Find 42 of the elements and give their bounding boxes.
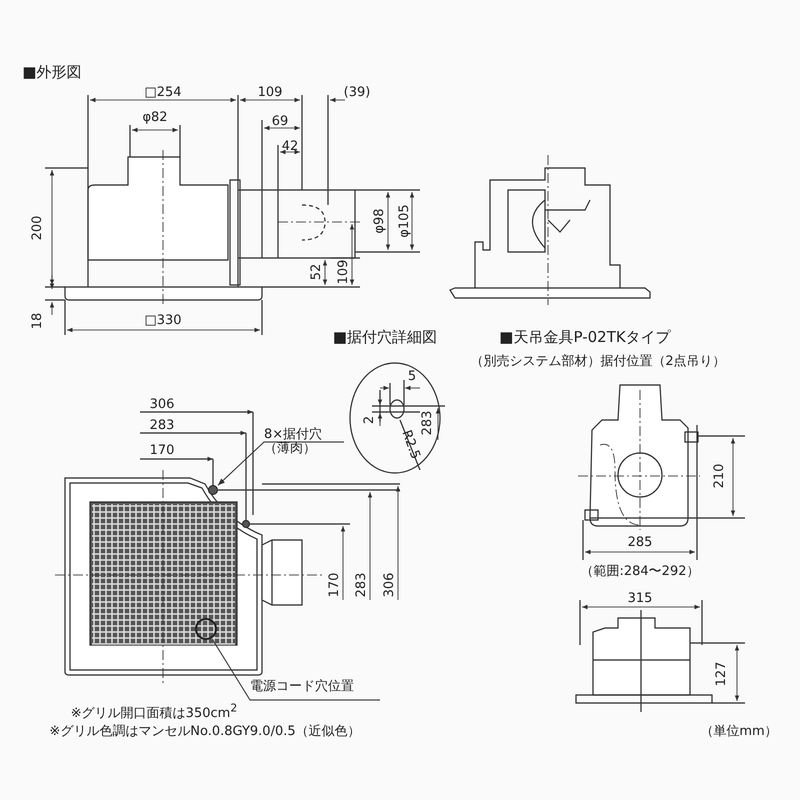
unit-note: （単位mm） xyxy=(700,724,778,740)
dimension-text: □330 xyxy=(144,314,182,328)
footnote: ※グリル色調はマンセルNo.0.8GY9.0/0.5（近似色） xyxy=(49,724,361,740)
footnote: ※グリル開口面積は350cm$^{2}$ xyxy=(70,702,238,722)
mounting-hole xyxy=(208,485,218,495)
dimension-text: R2.5 xyxy=(398,428,422,462)
section-heading: ■外形図 xyxy=(22,64,82,80)
dimension-text: 52 xyxy=(310,264,324,280)
callout-text: 8×据付穴 xyxy=(264,428,324,442)
dimension-text: 315 xyxy=(628,592,652,606)
cord-hole-area xyxy=(195,618,217,640)
dimension-text: 127 xyxy=(714,662,730,686)
dimension-text: 200 xyxy=(30,216,46,240)
dimension-text: □254 xyxy=(144,86,182,100)
dimension-text: 2 xyxy=(362,416,378,424)
section-heading: ■天吊金具P-02TKタイプ xyxy=(499,328,671,346)
dimension-text: φ98 xyxy=(372,208,388,234)
dimension-text: 109 xyxy=(336,260,352,284)
dimension-text: 283 xyxy=(354,572,370,598)
dimension-text: φ82 xyxy=(142,110,168,126)
dimension-text: (39) xyxy=(344,86,370,100)
dimension-text: 109 xyxy=(258,86,282,100)
dimension-text: 42 xyxy=(282,140,298,154)
section-subheading: （別売システム部材）据付位置（2点吊り） xyxy=(470,354,726,370)
callout-text: 電源コード穴位置 xyxy=(250,680,355,694)
dimension-text: 69 xyxy=(272,114,288,130)
section-heading: ■据付穴詳細図 xyxy=(332,328,438,346)
dimension-text: 210 xyxy=(712,464,728,488)
dimension-text: 306 xyxy=(150,398,174,412)
dimension-text: φ105 xyxy=(398,204,412,238)
callout-note: （薄肉） xyxy=(264,442,317,457)
dimension-text: 170 xyxy=(328,572,342,598)
dimension-text: 283 xyxy=(150,418,174,434)
dimension-text: 285 xyxy=(628,536,652,550)
leader-line xyxy=(212,640,380,700)
dimension-text: 283 xyxy=(420,410,436,436)
dimension-text: 5 xyxy=(408,370,416,384)
dimension-text: 18 xyxy=(30,312,46,330)
range-note: （範囲:284〜292） xyxy=(580,564,700,580)
dimension-text: 306 xyxy=(382,572,398,598)
dimension-text: 170 xyxy=(150,444,174,458)
leader-line xyxy=(218,442,344,486)
